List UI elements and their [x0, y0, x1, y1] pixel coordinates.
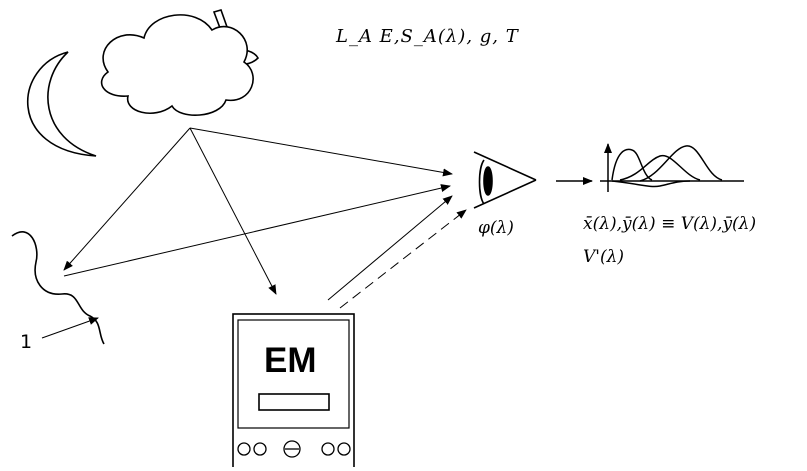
spectral-curves-icon: [600, 143, 744, 192]
surface-pointer: [41, 317, 99, 339]
meter-icon: [232, 313, 355, 471]
meter-buttons: [237, 440, 351, 458]
surface-number-label: 1: [20, 331, 33, 353]
eye-sensitivity-label: φ(λ): [478, 218, 514, 238]
cloud-icon: [101, 14, 254, 116]
illumination-params-label: L_A E,S_A(λ), g, T: [336, 26, 519, 47]
color-matching-label: x̄(λ),ȳ(λ) ≡ V(λ),ȳ(λ): [583, 214, 757, 234]
eye-icon: [473, 151, 537, 209]
reflecting-surface: [11, 231, 105, 345]
meter-label: EM: [264, 341, 317, 380]
sky-rays: [63, 127, 467, 309]
moon-icon: [27, 51, 97, 157]
scotopic-label: V'(λ): [583, 247, 624, 267]
